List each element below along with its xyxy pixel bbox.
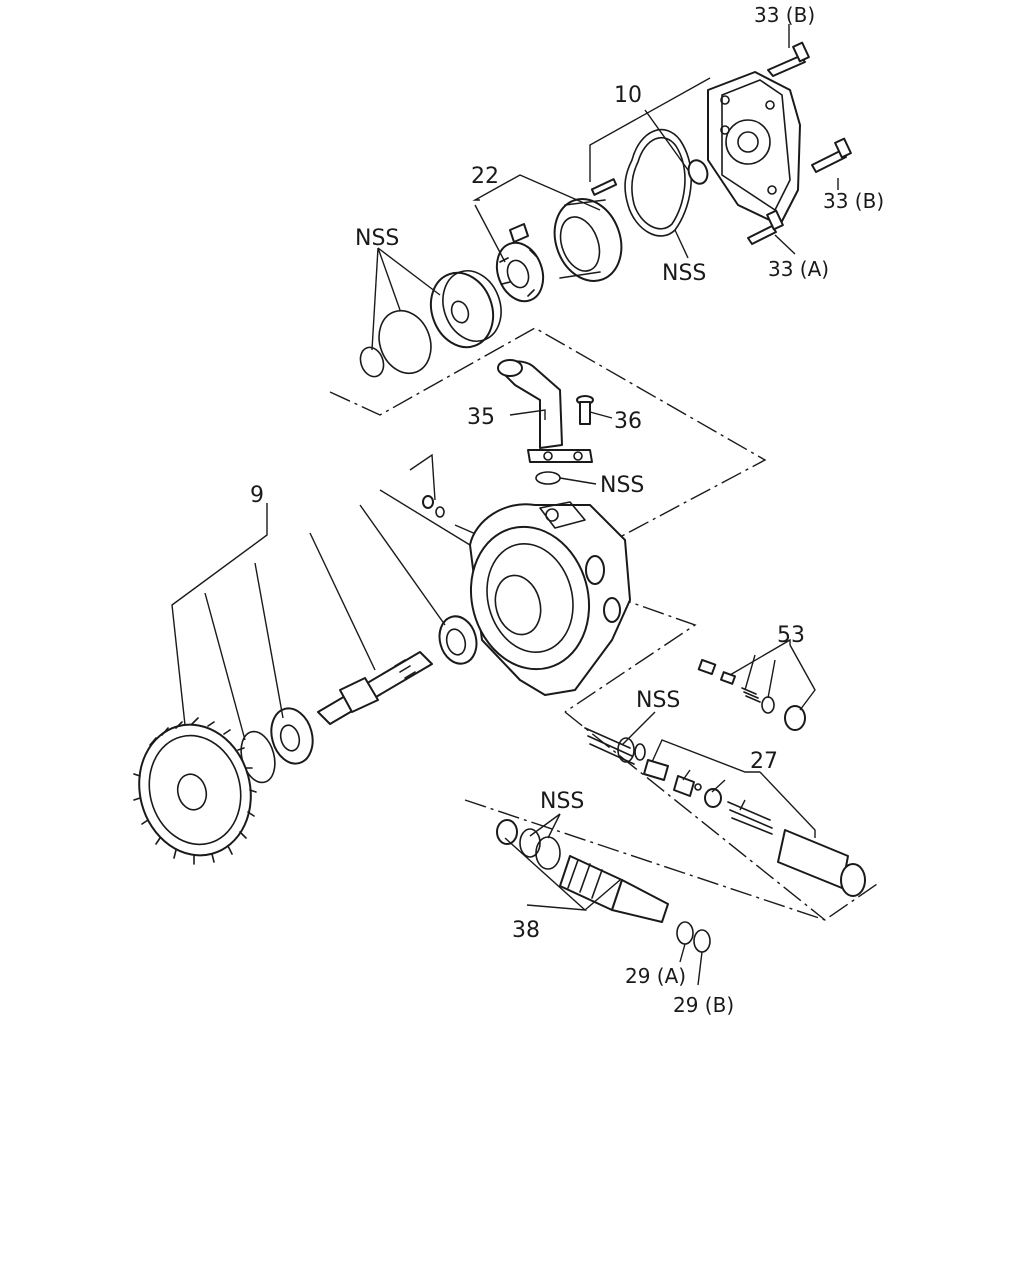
cover-gasket-inner — [631, 136, 686, 230]
label-nss-gasket: NSS — [662, 261, 706, 286]
o-ring-29a — [676, 921, 694, 945]
small-plug — [422, 495, 445, 518]
connector-bolt — [576, 395, 594, 425]
label-22: 22 — [471, 164, 499, 189]
bolt-33b-top — [767, 41, 810, 77]
label-35: 35 — [467, 405, 495, 430]
leader-lines — [171, 24, 839, 986]
label-33a: 33 (A) — [768, 257, 829, 281]
control-spring — [584, 727, 635, 765]
cover-gasket — [624, 128, 692, 237]
label-27: 27 — [750, 749, 778, 774]
valve-o-ring-nss — [634, 743, 646, 761]
o-ring-29b — [693, 929, 711, 953]
valve-plug-38 — [496, 819, 669, 923]
cam-ring — [553, 198, 623, 282]
label-29a: 29 (A) — [625, 964, 686, 988]
pump-body — [469, 501, 631, 696]
label-nss-oring: NSS — [600, 473, 644, 498]
label-33b-right: 33 (B) — [823, 189, 884, 213]
label-33b-top: 33 (B) — [754, 3, 815, 27]
flow-control-valve — [643, 759, 866, 897]
valve-53-parts — [697, 658, 806, 731]
dowel-pin — [590, 159, 709, 196]
label-nss-valve: NSS — [540, 789, 584, 814]
label-36: 36 — [614, 409, 642, 434]
bolt-33b-right — [811, 137, 852, 173]
callout-labels: 33 (B) 10 22 33 (B) NSS NSS 33 (A) 35 36… — [250, 3, 884, 1017]
connector-o-ring — [535, 471, 561, 485]
suction-connector — [497, 359, 593, 463]
label-9: 9 — [250, 483, 264, 508]
label-10: 10 — [614, 83, 642, 108]
label-38: 38 — [512, 918, 540, 943]
label-nss-spring: NSS — [636, 688, 680, 713]
label-29b: 29 (B) — [673, 993, 734, 1017]
vane — [509, 223, 529, 243]
drive-gear — [133, 717, 257, 865]
oil-seal — [438, 615, 478, 665]
small-o-ring — [359, 346, 385, 378]
shaft-bearing — [270, 707, 314, 765]
label-53: 53 — [777, 623, 805, 648]
bolt-33a — [747, 209, 784, 245]
rear-cover — [707, 71, 801, 226]
pressure-plate — [429, 270, 502, 349]
large-o-ring — [378, 309, 432, 375]
label-nss-left: NSS — [355, 226, 399, 251]
drive-shaft — [317, 651, 433, 725]
